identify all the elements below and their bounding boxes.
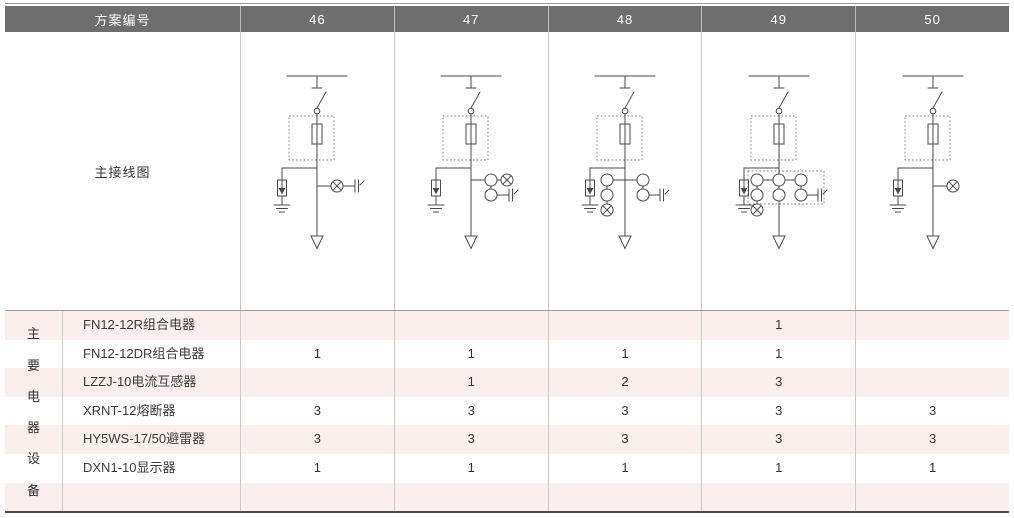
- qty-cell: 3: [547, 396, 702, 426]
- bottom-rule: [5, 511, 1009, 514]
- qty-cell: 3: [393, 425, 548, 454]
- qty-cell: [855, 311, 1009, 340]
- equipment-name: XRNT-12熔断器: [83, 402, 176, 418]
- vertical-label-char: 要: [26, 357, 40, 373]
- qty-cell: 1: [547, 339, 702, 369]
- qty-cell: [855, 339, 1009, 369]
- qty-cell: 3: [547, 425, 702, 454]
- equipment-row-empty: [5, 482, 1009, 512]
- qty-cell: [240, 482, 394, 512]
- qty-cell: 1: [701, 339, 855, 369]
- equipment-vertical-label: 主 要 电 器 设 备: [5, 311, 63, 512]
- equipment-name: DXN1-10显示器: [83, 459, 176, 475]
- qty-cell: 1: [393, 453, 548, 483]
- vertical-label-char: 器: [26, 420, 40, 436]
- diagram-cell-49: [701, 32, 855, 310]
- equipment-row: FN12-12DR组合电器 1 1 1 1: [5, 339, 1009, 369]
- scheme-46-diagram: [273, 75, 365, 250]
- qty-cell: 3: [855, 425, 1009, 454]
- equipment-row: DXN1-10显示器 1 1 1 1 1: [5, 453, 1009, 483]
- equipment-name: LZZJ-10电流互感器: [83, 374, 197, 390]
- diagram-cell-50: [855, 32, 1009, 310]
- header-scheme-50: 50: [855, 6, 1009, 32]
- qty-cell: 1: [393, 368, 548, 397]
- equipment-name: FN12-12R组合电器: [83, 317, 195, 332]
- qty-cell: 1: [240, 453, 394, 483]
- qty-cell: 1: [701, 453, 855, 483]
- equipment-row: HY5WS-17/50避雷器 3 3 3 3 3: [5, 425, 1009, 454]
- qty-cell: [855, 368, 1009, 397]
- header-row: 方案编号 46 47 48 49 50: [5, 6, 1009, 32]
- qty-cell: 3: [240, 425, 394, 454]
- equipment-section: 主 要 电 器 设 备 FN12-12R组合电器 1 FN12-12DR组合电器…: [5, 311, 1009, 512]
- qty-cell: 3: [701, 368, 855, 397]
- diagram-cell-47: [393, 32, 548, 310]
- qty-cell: [701, 482, 855, 512]
- header-scheme-49: 49: [701, 6, 855, 32]
- qty-cell: 1: [701, 311, 855, 340]
- section-divider: [5, 310, 1009, 311]
- qty-cell: [855, 482, 1009, 512]
- qty-cell: [240, 311, 394, 340]
- qty-cell: 1: [547, 453, 702, 483]
- diagram-cell-48: [547, 32, 702, 310]
- qty-cell: [547, 482, 702, 512]
- diagram-row: 主接线图: [5, 32, 1009, 310]
- diagram-row-label: 主接线图: [94, 164, 151, 180]
- vertical-label-char: 电: [26, 388, 40, 404]
- equipment-row: LZZJ-10电流互感器 1 2 3: [5, 368, 1009, 397]
- qty-cell: [393, 482, 548, 512]
- qty-cell: 1: [393, 339, 548, 369]
- header-scheme-label: 方案编号: [94, 12, 151, 28]
- diagram-cell-46: [240, 32, 394, 310]
- scheme-48-diagram: [581, 75, 670, 250]
- scheme-49-diagram: [735, 75, 828, 250]
- header-scheme-47: 47: [393, 6, 548, 32]
- top-rule: [5, 3, 1009, 4]
- qty-cell: 3: [855, 396, 1009, 426]
- qty-cell: 3: [701, 396, 855, 426]
- equipment-row: XRNT-12熔断器 3 3 3 3 3: [5, 396, 1009, 426]
- qty-cell: 1: [240, 339, 394, 369]
- header-scheme-46: 46: [240, 6, 394, 32]
- scheme-50-diagram: [889, 75, 964, 250]
- vertical-label-char: 备: [26, 482, 40, 498]
- qty-cell: [393, 311, 548, 340]
- qty-cell: 1: [855, 453, 1009, 483]
- equipment-row: FN12-12R组合电器 1: [5, 311, 1009, 340]
- qty-cell: 2: [547, 368, 702, 397]
- scheme-47-diagram: [427, 75, 519, 250]
- qty-cell: 3: [393, 396, 548, 426]
- vertical-label-char: 设: [26, 451, 40, 467]
- vertical-label-char: 主: [26, 326, 40, 342]
- qty-cell: [547, 311, 702, 340]
- qty-cell: [240, 368, 394, 397]
- header-scheme-48: 48: [547, 6, 702, 32]
- qty-cell: 3: [240, 396, 394, 426]
- equipment-name: HY5WS-17/50避雷器: [83, 431, 206, 447]
- qty-cell: 3: [701, 425, 855, 454]
- equipment-name: FN12-12DR组合电器: [83, 345, 205, 361]
